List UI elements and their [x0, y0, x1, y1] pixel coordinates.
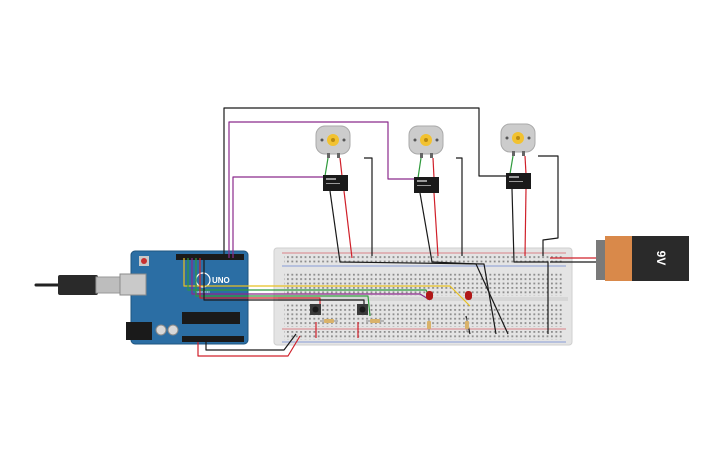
usb-port: [119, 273, 147, 296]
red-led: [465, 291, 472, 300]
resistor: [320, 319, 338, 323]
dc-motor[interactable]: [500, 123, 536, 156]
resistor: [366, 319, 384, 323]
battery-label: 9V: [654, 251, 668, 266]
capacitor: [155, 324, 167, 336]
wire-purple: [228, 121, 414, 258]
relay-module[interactable]: [414, 177, 439, 193]
wire-black: [538, 155, 559, 256]
resistor: [427, 318, 431, 332]
wire-black: [223, 107, 506, 258]
board-label: UNO: [212, 276, 230, 285]
wire-black: [364, 157, 373, 256]
relay-module[interactable]: [323, 175, 348, 191]
push-button[interactable]: [310, 304, 321, 315]
resistor: [465, 318, 469, 332]
wire-red: [343, 190, 353, 259]
red-led: [426, 291, 433, 300]
power-jack: [126, 322, 152, 340]
wire-red: [524, 188, 527, 257]
wire-black: [419, 192, 509, 335]
wire-yellow: [183, 258, 471, 307]
battery-9v[interactable]: 9V: [596, 236, 689, 281]
wire-purple: [191, 258, 431, 301]
push-button[interactable]: [357, 304, 368, 315]
wire-red: [197, 335, 301, 357]
battery-terminals: [596, 240, 606, 280]
motor-leads: [324, 155, 527, 179]
usb-plug: [58, 275, 98, 295]
breadboard[interactable]: [273, 247, 573, 346]
analog-header[interactable]: [182, 336, 244, 342]
wire-black: [329, 190, 497, 335]
wire-purple: [232, 176, 323, 258]
wire-black: [456, 157, 463, 256]
capacitor: [167, 324, 179, 336]
board-brand: ARDUINO: [196, 290, 211, 294]
wire-green: [195, 258, 371, 317]
dc-motor[interactable]: [315, 125, 351, 158]
atmega-chip: [182, 312, 240, 324]
wire-black: [511, 188, 549, 334]
wire-black: [205, 333, 297, 351]
relay-module[interactable]: [506, 173, 531, 189]
wire-red: [433, 192, 439, 257]
arduino-uno-board[interactable]: UNO ARDUINO: [34, 250, 249, 345]
digital-header[interactable]: [176, 254, 244, 260]
dc-motor[interactable]: [408, 125, 444, 158]
